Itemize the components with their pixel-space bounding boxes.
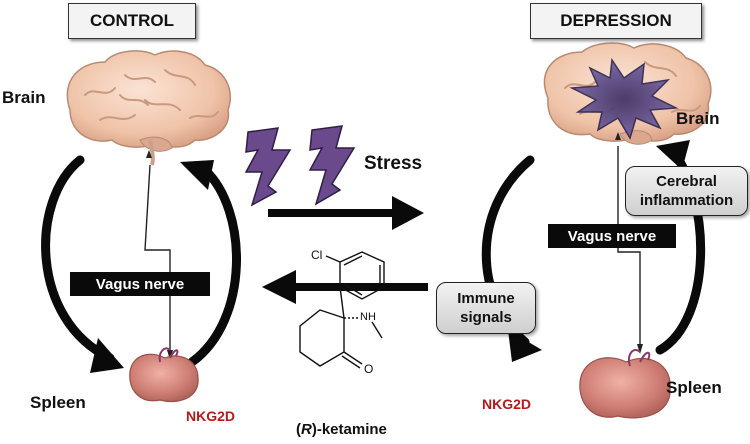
control-brain-to-spleen-arrow: [41, 155, 115, 363]
ketamine-label: (R)-ketamine: [296, 421, 387, 438]
control-spleen-label: Spleen: [30, 393, 86, 412]
control-title: CONTROL: [68, 3, 196, 39]
atom-o: O: [364, 362, 374, 376]
depression-vagus-nerve-line: [617, 146, 641, 352]
depression-down-arrowhead: [508, 330, 542, 362]
control-spleen-to-brain-arrow: [187, 165, 241, 367]
depression-spleen-illustration: [579, 348, 671, 419]
ketamine-structure: [299, 251, 385, 369]
depression-title: DEPRESSION: [530, 3, 702, 39]
control-down-arrowhead: [90, 338, 124, 373]
cerebral-inflammation-box: Cerebral inflammation: [625, 166, 748, 216]
depression-nkg2d-label: NKG2D: [482, 396, 532, 412]
depression-brain-label: Brain: [676, 109, 720, 128]
stress-arrow-head: [392, 196, 424, 230]
control-brain-label: Brain: [2, 88, 46, 107]
depression-up-arrowhead: [656, 140, 690, 170]
ketamine-arrow-head: [262, 270, 296, 304]
control-brain-illustration: [66, 50, 231, 166]
control-nkg2d-label: NKG2D: [186, 408, 236, 424]
depression-vagus-nerve-label: Vagus nerve: [548, 224, 676, 248]
lightning-bolt-right: [308, 125, 356, 206]
control-vagus-nerve-line: [144, 164, 171, 358]
depression-brain-illustration: [543, 42, 712, 145]
lightning-bolt-left: [244, 127, 292, 207]
stress-label: Stress: [364, 153, 423, 174]
neuroinflammation-lesion: [569, 57, 679, 140]
control-spleen-illustration: [129, 347, 199, 403]
control-vagus-nerve-label: Vagus nerve: [70, 272, 210, 296]
control-up-arrowhead: [180, 160, 214, 190]
depression-spleen-label: Spleen: [666, 378, 722, 397]
atom-nh: NH: [360, 311, 376, 323]
immune-signals-box: Immune signals: [436, 282, 536, 334]
atom-cl: Cl: [311, 248, 323, 262]
